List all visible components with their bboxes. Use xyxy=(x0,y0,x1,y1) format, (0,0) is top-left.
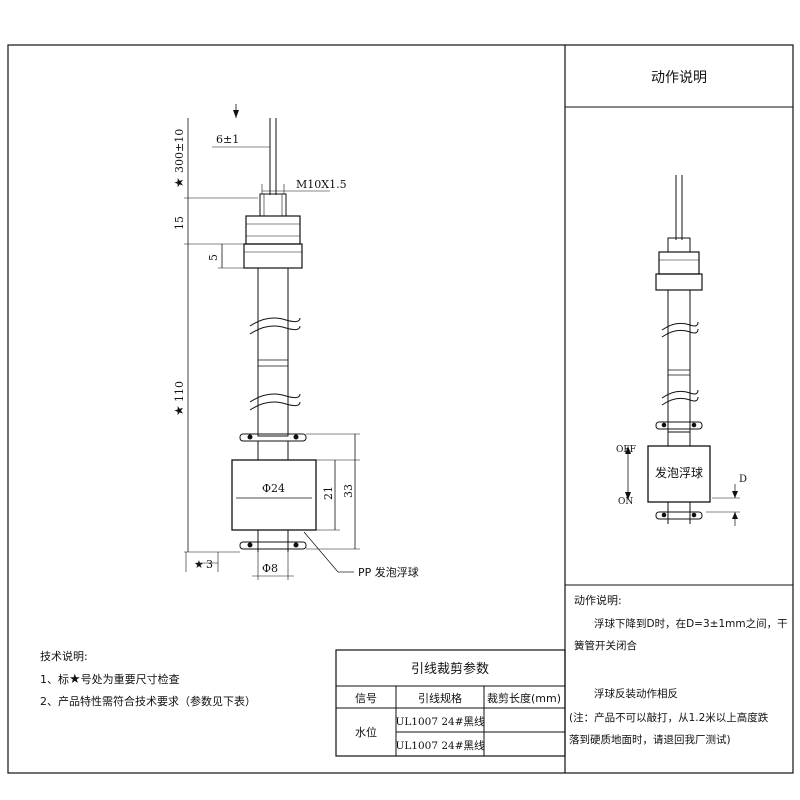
float-diameter-label: Φ24 xyxy=(262,482,285,495)
main-sensor-drawing xyxy=(231,118,317,552)
off-label: OFF xyxy=(616,445,636,455)
tech-item2: 2、产品特性需符合技术要求（参数见下表） xyxy=(40,694,256,708)
on-label: ON xyxy=(618,497,633,507)
dimension-texts: ★ 300±10 6±1 M10X1.5 15 5 ★ 110 Φ24 21 3… xyxy=(172,129,419,579)
float-height-label: 21 xyxy=(322,486,335,500)
table-row-spec: UL1007 24#黑线 xyxy=(395,739,485,752)
d-label: D xyxy=(739,474,747,485)
float-material-label: PP 发泡浮球 xyxy=(358,565,419,579)
table-title: 引线裁剪参数 xyxy=(411,661,489,677)
action-float-label: 发泡浮球 xyxy=(655,465,703,480)
table-header-length: 裁剪长度(mm) xyxy=(487,691,561,705)
lead-cut-table xyxy=(335,649,566,757)
tip-diameter-label: Φ8 xyxy=(262,562,278,575)
table-signal-cell: 水位 xyxy=(355,725,377,739)
offset-star: ★ xyxy=(194,558,204,571)
lead-length-label: 300±10 xyxy=(173,129,186,173)
action-note-line2: 落到硬质地面时，请退回我厂测试) xyxy=(569,733,731,746)
nut-height-label: 15 xyxy=(173,216,186,230)
washer-label: 5 xyxy=(207,254,220,261)
lead-star: ★ xyxy=(172,177,186,188)
dimension-lines xyxy=(184,104,360,580)
tech-title: 技术说明: xyxy=(40,649,88,663)
action-note-line1: (注：产品不可以敲打，从1.2米以上高度跌 xyxy=(569,711,769,724)
action-desc-title: 动作说明: xyxy=(574,593,622,607)
table-header-signal: 信号 xyxy=(355,692,377,705)
action-sensor-drawing xyxy=(625,175,740,526)
float-total-label: 33 xyxy=(342,484,355,498)
action-desc-line1: 浮球下降到D时，在D=3±1mm之间，干 xyxy=(594,617,788,630)
tech-item1-star: ★ xyxy=(69,672,81,687)
action-desc-line2: 簧管开关闭合 xyxy=(574,639,637,652)
table-header-spec: 引线规格 xyxy=(418,691,462,705)
stem-length-label: 110 xyxy=(173,381,186,402)
tech-item1-prefix: 1、标 xyxy=(40,672,69,686)
tech-item1: 1、标★号处为重要尺寸检查 xyxy=(40,672,180,687)
wire-spacing-label: 6±1 xyxy=(216,133,239,146)
action-desc-line3: 浮球反装动作相反 xyxy=(594,687,678,700)
thread-label: M10X1.5 xyxy=(296,178,347,191)
action-title: 动作说明 xyxy=(651,70,707,86)
bottom-offset-label: 3 xyxy=(206,558,213,571)
sheet-frame xyxy=(7,44,794,774)
stem-star: ★ xyxy=(172,405,186,416)
table-row-spec: UL1007 24#黑线 xyxy=(395,715,485,728)
tech-item1-suffix: 号处为重要尺寸检查 xyxy=(81,672,180,686)
